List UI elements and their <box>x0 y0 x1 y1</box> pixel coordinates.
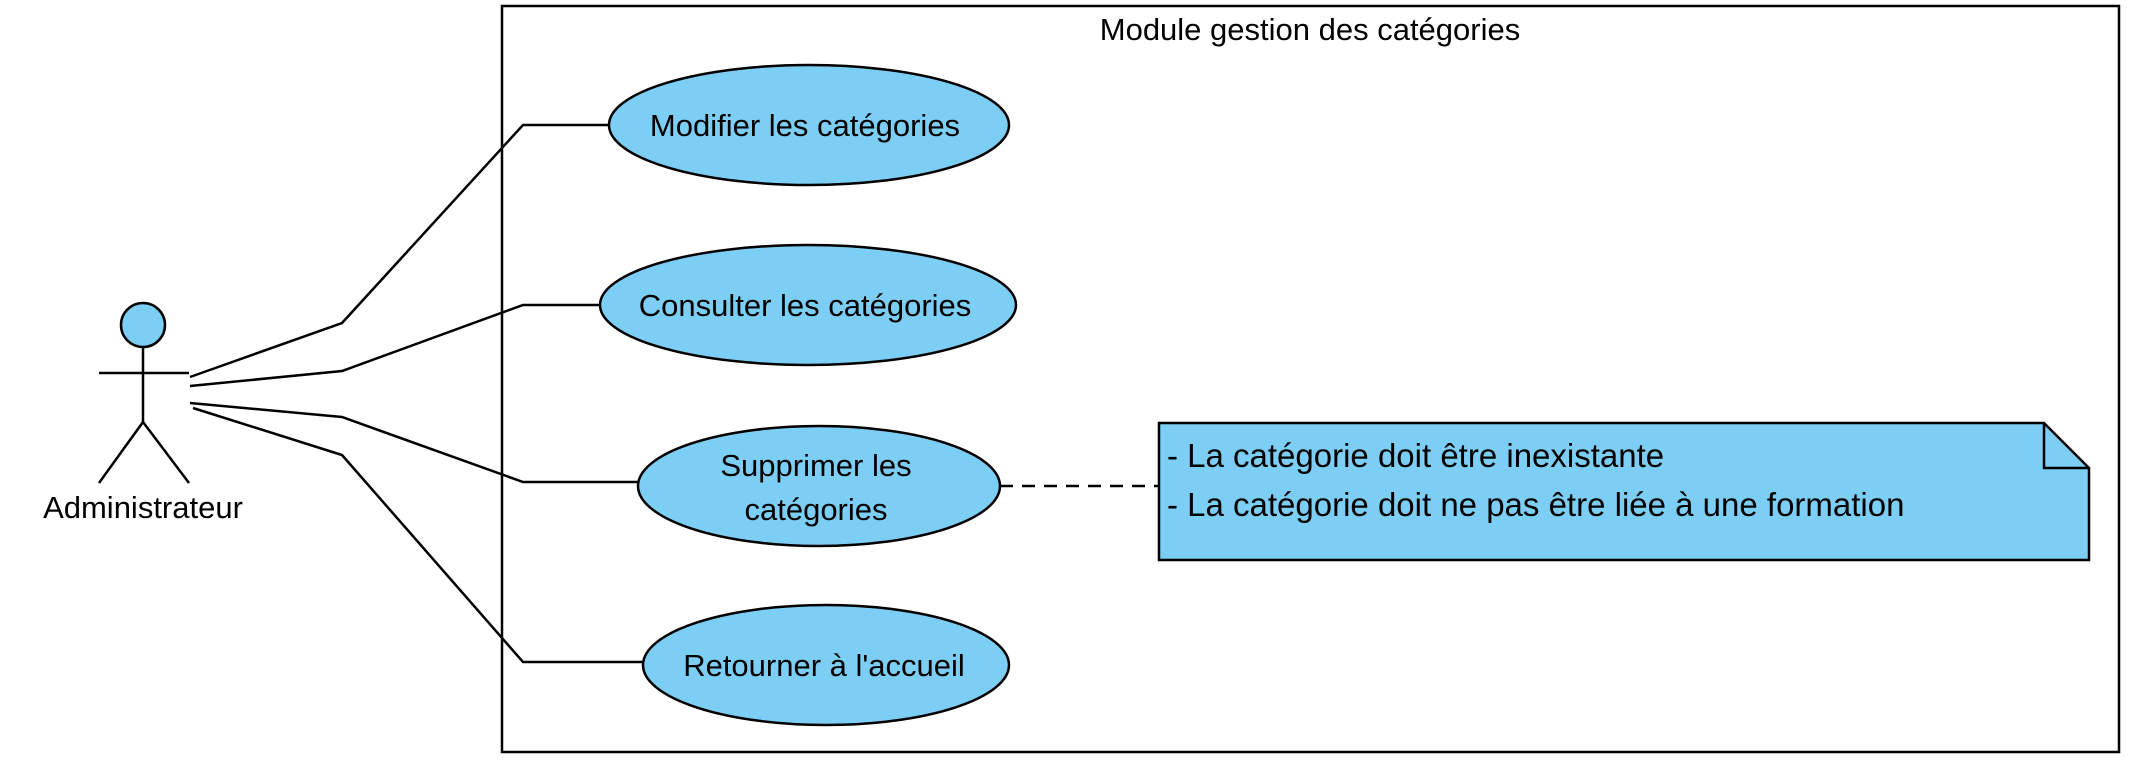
use-case-label-line-2: catégories <box>744 492 887 527</box>
use-case-modifier[interactable]: Modifier les catégories <box>607 63 1011 187</box>
actor-left-leg <box>97 421 145 484</box>
use-case-label: Consulter les catégories <box>639 288 972 323</box>
association-modifier <box>189 123 612 379</box>
note-body <box>1157 421 2091 562</box>
constraint-note[interactable]: - La catégorie doit être inexistante - L… <box>1157 421 2091 562</box>
use-case-ellipse <box>607 63 1011 187</box>
system-boundary <box>500 4 2121 754</box>
use-case-label-line-1: Supprimer les <box>720 448 911 483</box>
actor-head <box>119 301 167 349</box>
use-case-ellipse <box>636 424 1002 548</box>
association-consulter <box>189 303 603 388</box>
actor-right-leg <box>142 421 190 484</box>
note-line-1: - La catégorie doit être inexistante <box>1167 437 1664 474</box>
association-retourner <box>192 406 646 664</box>
use-case-ellipse <box>598 243 1018 367</box>
use-case-retourner[interactable]: Retourner à l'accueil <box>641 603 1011 727</box>
use-case-consulter[interactable]: Consulter les catégories <box>598 243 1018 367</box>
actor-name: Administrateur <box>43 490 243 525</box>
use-case-supprimer[interactable]: Supprimer les catégories <box>636 424 1002 548</box>
note-folded-corner <box>2042 423 2089 470</box>
use-case-label: Retourner à l'accueil <box>683 648 965 683</box>
association-supprimer <box>189 401 638 484</box>
use-case-label: Modifier les catégories <box>650 108 960 143</box>
use-case-ellipse <box>641 603 1011 727</box>
actor-administrateur[interactable]: Administrateur <box>43 301 243 525</box>
note-line-2: - La catégorie doit ne pas être liée à u… <box>1167 486 1904 523</box>
system-title: Module gestion des catégories <box>1100 12 1520 47</box>
